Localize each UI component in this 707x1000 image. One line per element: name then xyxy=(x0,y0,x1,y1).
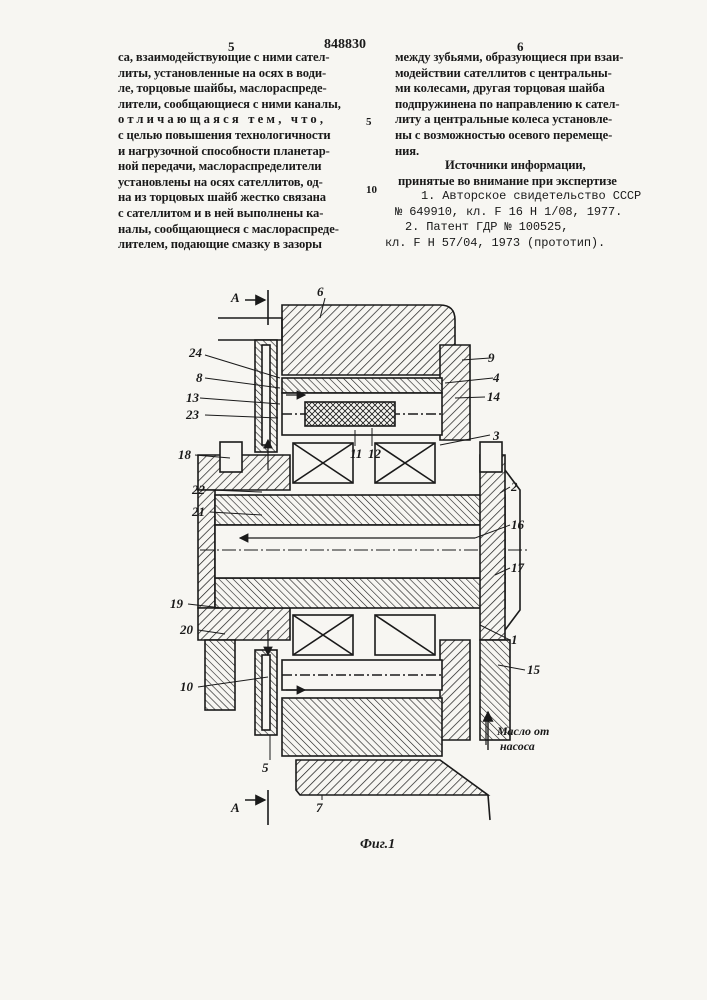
label-14: 14 xyxy=(487,389,501,404)
text-line: са, взаимодействующие с ними сател- xyxy=(118,50,341,66)
text-line: и нагрузочной способности планетар- xyxy=(118,144,341,160)
label-12: 12 xyxy=(368,446,382,461)
text-line: подпружинена по направлению к сател- xyxy=(395,97,623,113)
oil-note: насоса xyxy=(500,739,535,753)
text-line: с целью повышения технологичности xyxy=(118,128,341,144)
label-24: 24 xyxy=(188,345,203,360)
label-20: 20 xyxy=(179,622,194,637)
label-1: 1 xyxy=(511,632,518,647)
label-8: 8 xyxy=(196,370,203,385)
label-2: 2 xyxy=(510,479,518,494)
text-line: ния. xyxy=(395,144,623,160)
reference-1: 1. Авторское свидетельство СССР xyxy=(395,189,641,205)
label-23: 23 xyxy=(185,407,200,422)
reference-2: кл. F H 57/04, 1973 (прототип). xyxy=(385,236,641,252)
label-5: 5 xyxy=(262,760,269,775)
line-number: 10 xyxy=(366,184,377,196)
label-19: 19 xyxy=(170,596,184,611)
oil-note: Масло от xyxy=(496,724,549,738)
text-line: с сателлитом и в ней выполнены ка- xyxy=(118,206,341,222)
label-18: 18 xyxy=(178,447,192,462)
label-7: 7 xyxy=(316,800,323,815)
label-3: 3 xyxy=(492,428,500,443)
label-22: 22 xyxy=(191,482,206,497)
reference-2: 2. Патент ГДР № 100525, xyxy=(395,220,641,236)
text-line: литы, установленные на осях в води- xyxy=(118,66,341,82)
text-line: ной передачи, маслораспределители xyxy=(118,159,341,175)
assembly-outline xyxy=(198,290,530,825)
patent-drawing: А А 6 9 4 14 3 2 16 17 1 15 24 8 13 23 1… xyxy=(0,270,707,860)
label-6: 6 xyxy=(317,284,324,299)
label-9: 9 xyxy=(488,350,495,365)
label-16: 16 xyxy=(511,517,525,532)
label-21: 21 xyxy=(191,504,205,519)
text-line: ми колесами, другая торцовая шайба xyxy=(395,81,623,97)
label-13: 13 xyxy=(186,390,200,405)
text-line: лителем, подающие смазку в зазоры xyxy=(118,237,341,253)
label-11: 11 xyxy=(350,446,362,461)
line-number: 5 xyxy=(366,116,372,128)
label-17: 17 xyxy=(511,560,525,575)
text-line: установлены на осях сателлитов, од- xyxy=(118,175,341,191)
text-line: модействии сателлитов с центральны- xyxy=(395,66,623,82)
label-10: 10 xyxy=(180,679,194,694)
right-text-column: между зубьями, образующиеся при взаи- мо… xyxy=(395,50,623,159)
sources-heading: принятые во внимание при экспертизе xyxy=(395,174,641,190)
sources-heading: Источники информации, xyxy=(395,158,641,174)
section-mark: А xyxy=(230,290,240,305)
text-line: литу а центральные колеса установле- xyxy=(395,112,623,128)
text-line: на из торцовых шайб жестко связана xyxy=(118,190,341,206)
text-line-emphasis: отличающаяся тем, что, xyxy=(118,112,341,128)
figure-caption: Фиг.1 xyxy=(360,837,395,852)
text-line: лители, сообщающиеся с ними каналы, xyxy=(118,97,341,113)
left-text-column: са, взаимодействующие с ними сател- литы… xyxy=(118,50,341,253)
reference-1: № 649910, кл. F 16 H 1/08, 1977. xyxy=(395,205,641,221)
text-line: между зубьями, образующиеся при взаи- xyxy=(395,50,623,66)
text-line: налы, сообщающиеся с маслораспреде- xyxy=(118,222,341,238)
text-line: ле, торцовые шайбы, маслораспреде- xyxy=(118,81,341,97)
text-line: ны с возможностью осевого перемеще- xyxy=(395,128,623,144)
label-15: 15 xyxy=(527,662,541,677)
section-mark: А xyxy=(230,800,240,815)
label-4: 4 xyxy=(492,370,500,385)
sources-block: Источники информации, принятые во вниман… xyxy=(395,158,641,252)
